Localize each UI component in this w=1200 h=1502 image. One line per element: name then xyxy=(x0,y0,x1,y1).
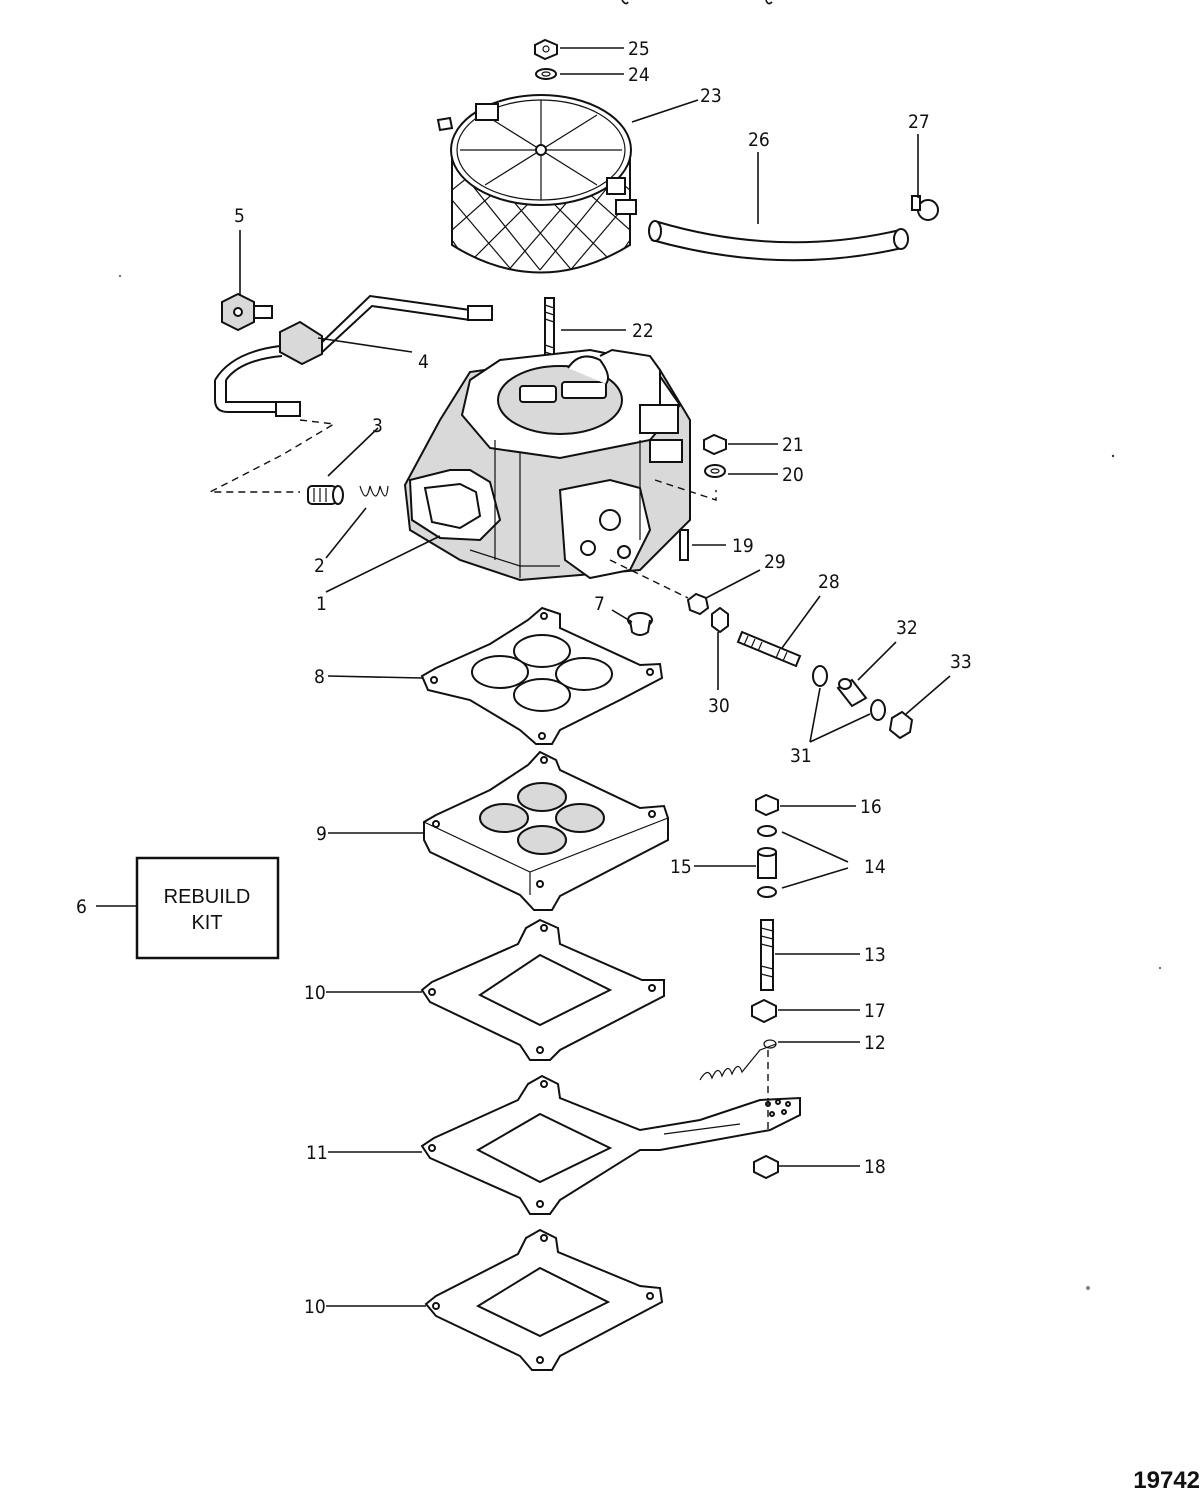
callout-20: 20 xyxy=(782,464,804,486)
callout-25: 25 xyxy=(628,38,650,60)
fuel-fitting-5 xyxy=(221,292,273,332)
nut-17 xyxy=(751,998,777,1024)
spring-12 xyxy=(699,1039,777,1081)
callout-31: 31 xyxy=(790,745,812,767)
callout-28: 28 xyxy=(818,571,840,593)
washer-31b xyxy=(870,699,886,721)
callout-30: 30 xyxy=(708,695,730,717)
callout-16: 16 xyxy=(860,796,882,818)
gasket-bracket-11 xyxy=(420,1074,801,1215)
spring-2 xyxy=(359,485,389,497)
callout-24: 24 xyxy=(628,64,650,86)
nut-29 xyxy=(686,592,710,616)
washer-14b xyxy=(757,886,777,898)
callout-7: 7 xyxy=(594,593,605,615)
gasket-8 xyxy=(420,606,664,745)
callout-13: 13 xyxy=(864,944,886,966)
figure-number: 19742 xyxy=(1133,1467,1200,1494)
title-fragment xyxy=(621,0,773,5)
washer-14a xyxy=(757,825,777,837)
scan-specks xyxy=(119,275,1161,1290)
callout-5: 5 xyxy=(234,205,245,227)
callout-10-lower: 10 xyxy=(304,1296,326,1318)
callout-33: 33 xyxy=(950,651,972,673)
leader-lines xyxy=(96,47,951,1307)
callout-18: 18 xyxy=(864,1156,886,1178)
gasket-10-lower xyxy=(424,1228,664,1371)
carburetor xyxy=(403,348,691,582)
callout-1: 1 xyxy=(316,593,327,615)
callout-27: 27 xyxy=(908,111,930,133)
air-cleaner xyxy=(436,94,637,274)
rebuild-kit-box: REBUILD KIT xyxy=(135,856,280,960)
callout-labels: 1 2 3 4 5 6 7 8 9 10 10 11 12 13 14 15 1… xyxy=(76,38,972,1318)
fuel-line-4 xyxy=(214,294,493,417)
washer-20 xyxy=(704,464,726,478)
nut-18 xyxy=(753,1154,779,1180)
callout-21: 21 xyxy=(782,434,804,456)
callout-17: 17 xyxy=(864,1000,886,1022)
fuel-filter-3 xyxy=(307,485,344,505)
stud-19 xyxy=(679,529,689,561)
gasket-10-upper xyxy=(420,918,665,1061)
callout-3: 3 xyxy=(372,415,383,437)
rebuild-kit-line2: KIT xyxy=(191,912,222,934)
nut-30 xyxy=(711,606,729,634)
callout-2: 2 xyxy=(314,555,325,577)
callout-29: 29 xyxy=(764,551,786,573)
callout-11: 11 xyxy=(306,1142,328,1164)
callout-15: 15 xyxy=(670,856,692,878)
plug-7 xyxy=(627,612,653,636)
callout-4: 4 xyxy=(418,351,429,373)
callout-12: 12 xyxy=(864,1032,886,1054)
callout-9: 9 xyxy=(316,823,327,845)
washer-24 xyxy=(535,68,557,80)
callout-8: 8 xyxy=(314,666,325,688)
spacer-32 xyxy=(836,678,868,708)
hose-clamp xyxy=(911,195,939,221)
callout-10-upper: 10 xyxy=(304,982,326,1004)
callout-26: 26 xyxy=(748,129,770,151)
stud-13 xyxy=(760,919,774,991)
vent-hose xyxy=(648,220,909,262)
callout-19: 19 xyxy=(732,535,754,557)
nut-16 xyxy=(755,793,779,817)
callout-6: 6 xyxy=(76,896,87,918)
callout-32: 32 xyxy=(896,617,918,639)
callout-23: 23 xyxy=(700,85,722,107)
callout-22: 22 xyxy=(632,320,654,342)
spacer-9 xyxy=(423,750,669,911)
stud-28 xyxy=(736,630,802,668)
rebuild-kit-line1: REBUILD xyxy=(164,886,251,908)
spacer-15 xyxy=(757,847,777,879)
nut-21 xyxy=(703,433,727,456)
nut-33 xyxy=(888,710,914,740)
callout-14: 14 xyxy=(864,856,886,878)
washer-31a xyxy=(812,665,828,687)
nut-25 xyxy=(534,38,558,61)
